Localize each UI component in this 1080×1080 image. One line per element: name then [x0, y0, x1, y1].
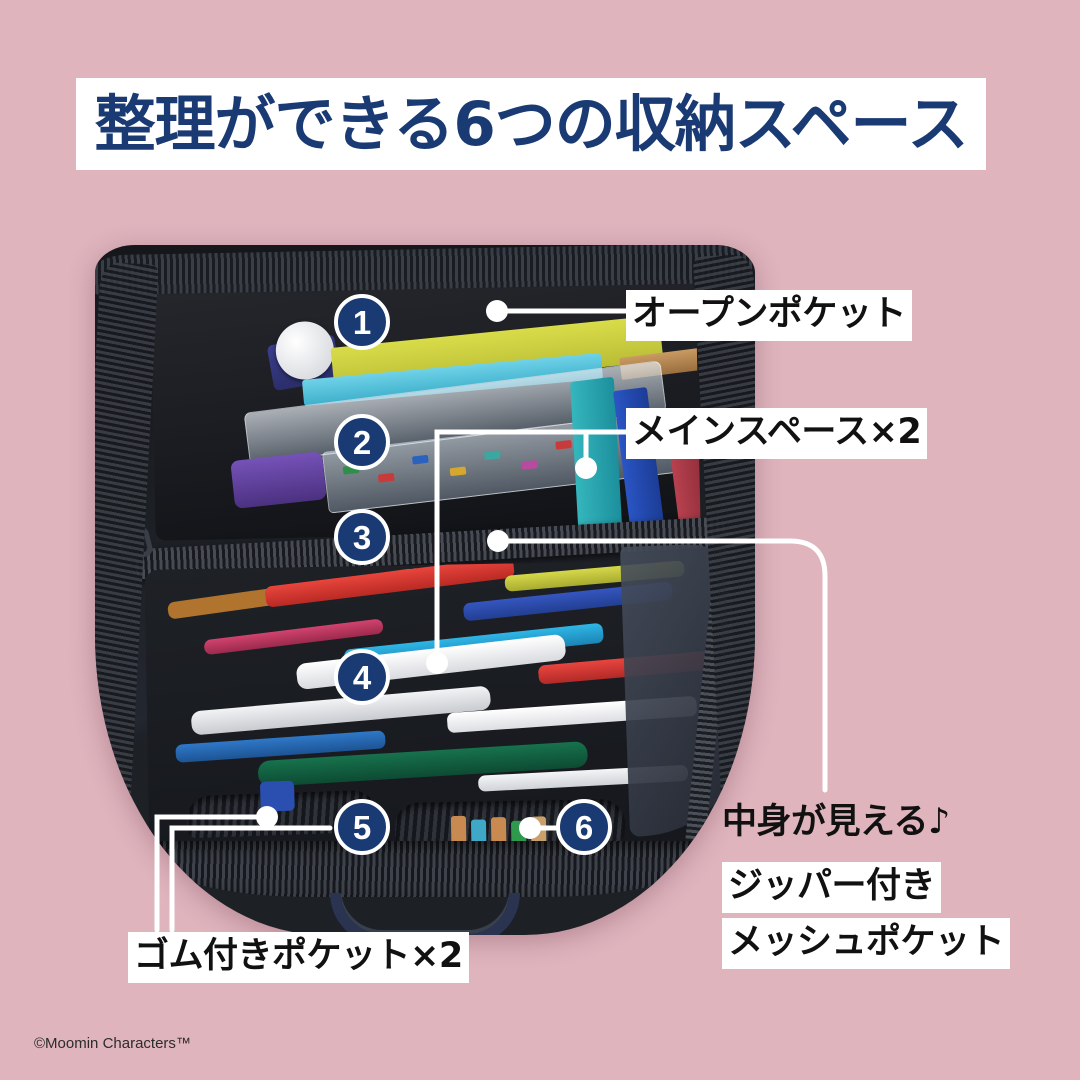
copyright-notice: ©Moomin Characters™	[34, 1035, 191, 1052]
zipper-bottom-rail	[133, 841, 723, 897]
pencil-case-photo	[95, 245, 755, 935]
purple-marker	[230, 451, 327, 509]
pen-white-2	[190, 685, 492, 736]
marker-red	[264, 560, 516, 608]
callout-mesh-pocket: メッシュポケット	[722, 918, 1011, 969]
callout-elastic-pocket: ゴム付きポケット×2	[128, 932, 469, 983]
carry-handle	[330, 893, 520, 935]
case-shell	[95, 245, 755, 935]
elastic-pocket-right	[394, 798, 626, 855]
upper-compartment	[150, 269, 701, 541]
callout-see-contents: 中身が見える♪	[722, 802, 950, 842]
page-title: 整理ができる6つの収納スペース	[94, 88, 969, 160]
title-banner: 整理ができる6つの収納スペース	[76, 78, 986, 170]
elastic-pocket-left	[186, 780, 378, 839]
